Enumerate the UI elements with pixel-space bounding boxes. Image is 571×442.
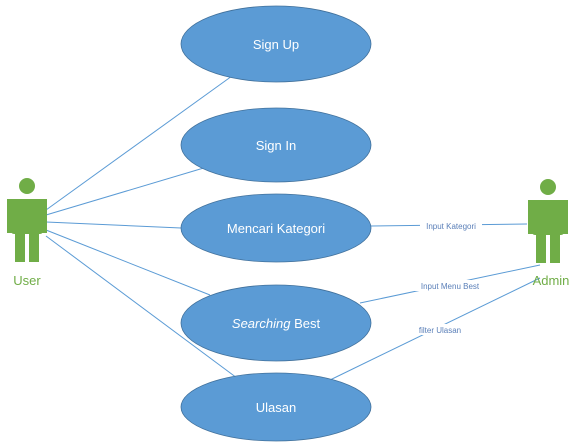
relation-label-filter-ulasan: filter Ulasan [419, 326, 461, 335]
use-case-signup: Sign Up [180, 5, 372, 83]
assoc-user-kategori [45, 221, 182, 229]
admin-associations [329, 223, 541, 381]
use-case-signin: Sign In [180, 107, 372, 183]
assoc-user-ulasan [45, 235, 238, 379]
use-case-searching-best: Searching Best [180, 284, 372, 362]
user-actor-icon [7, 178, 47, 262]
actor-admin: Admin [528, 179, 569, 288]
use-case-label-italic: Searching [232, 316, 291, 331]
assoc-user-signup [45, 75, 233, 211]
admin-actor-icon [528, 179, 568, 263]
assoc-user-signin [45, 166, 208, 216]
use-case-label: Sign In [256, 138, 296, 153]
use-case-label: Mencari Kategori [227, 221, 325, 236]
use-case-label-rest: Best [290, 316, 320, 331]
use-case-mencari-kategori: Mencari Kategori [180, 193, 372, 263]
actor-user: User [7, 178, 47, 288]
user-associations [45, 75, 238, 379]
use-case-ulasan: Ulasan [180, 372, 372, 442]
use-case-label: Sign Up [253, 37, 299, 52]
relation-label-input-menu-best: Input Menu Best [421, 282, 480, 291]
actor-label-admin: Admin [533, 273, 570, 288]
relation-labels: Input Kategori Input Menu Best filter Ul… [414, 220, 486, 335]
use-case-label: Ulasan [256, 400, 296, 415]
actor-label-user: User [13, 273, 41, 288]
relation-label-input-kategori: Input Kategori [426, 222, 476, 231]
assoc-user-searching [45, 229, 211, 296]
use-case-label: Searching Best [232, 316, 321, 331]
